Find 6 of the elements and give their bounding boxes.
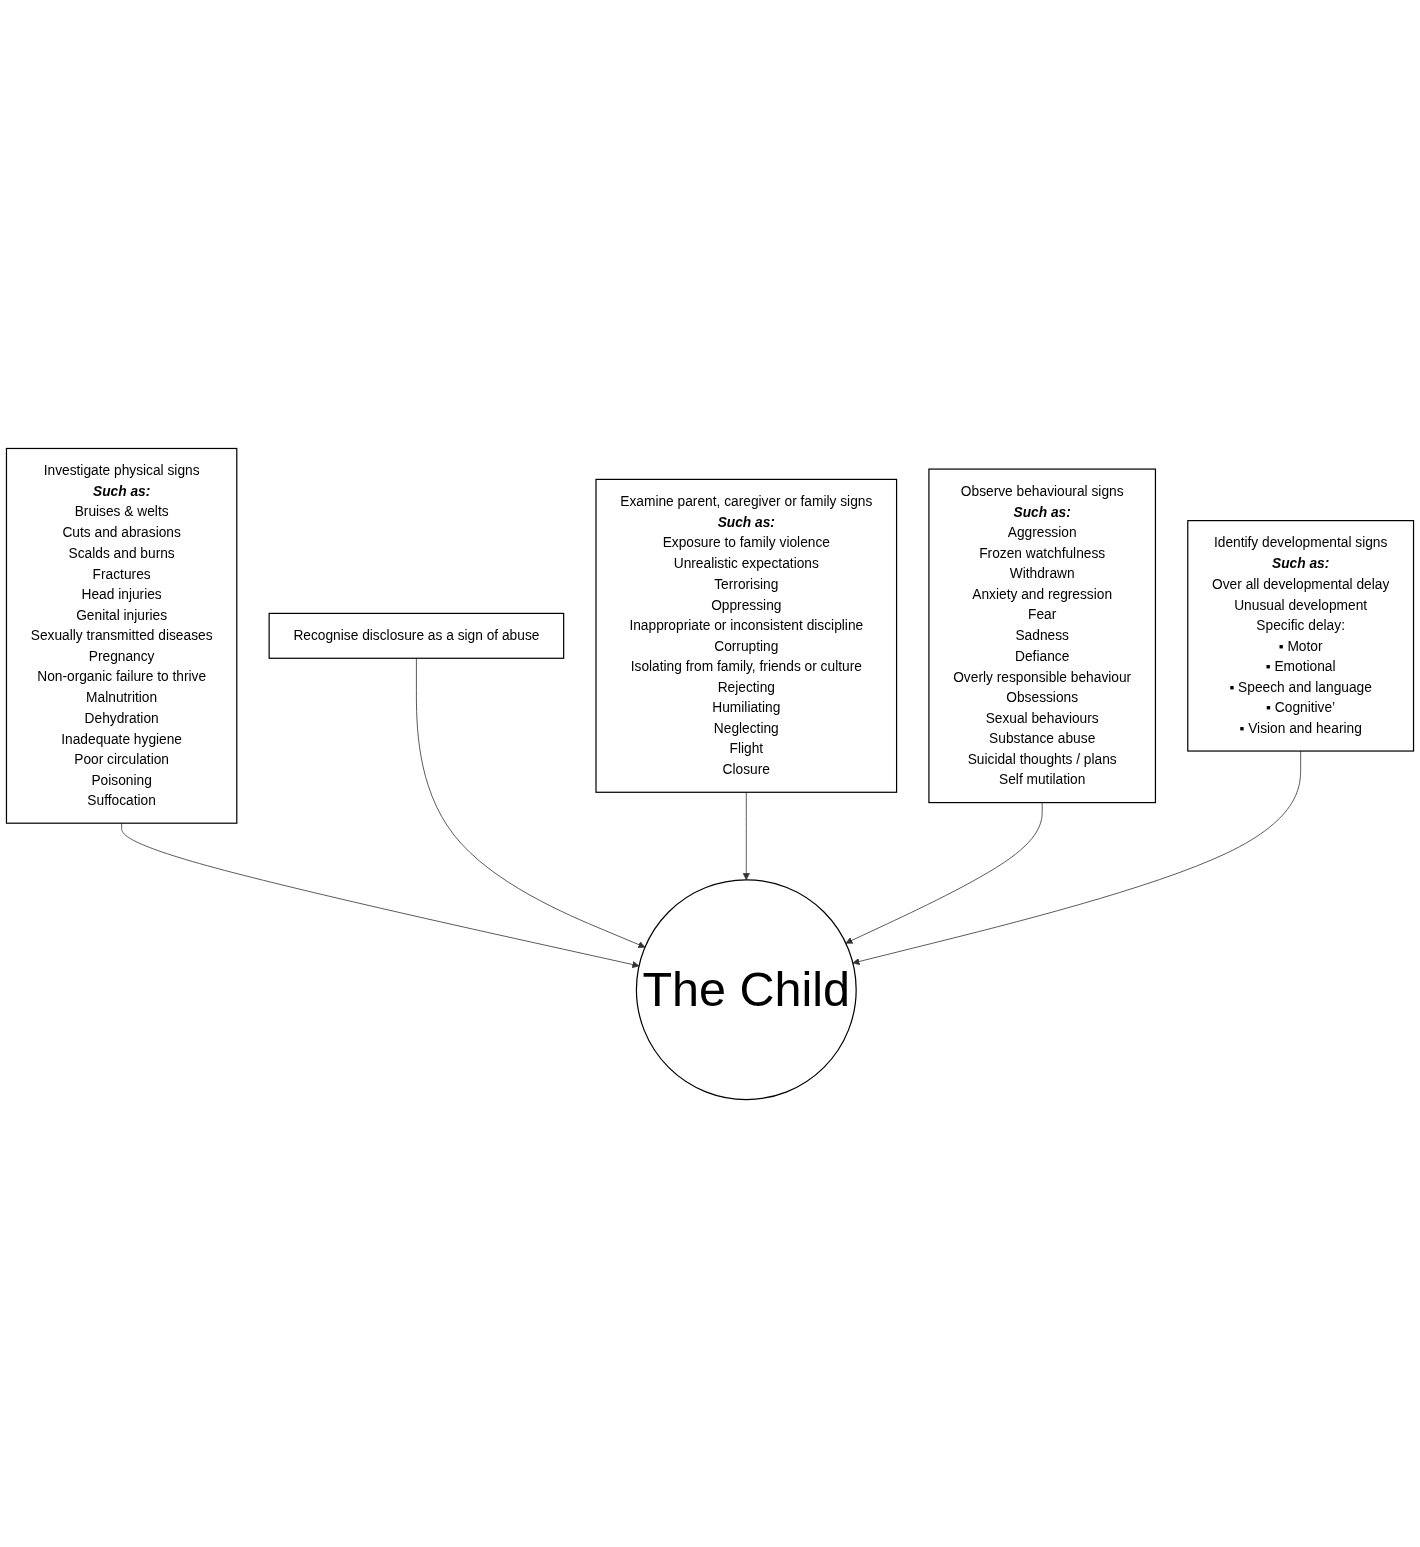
node-circle: The Child <box>635 878 857 1100</box>
node-box: Examine parent, caregiver or family signs Such as: Exposure to family violence Unrealistic expectations Terrorising Oppressing Inappropriate or inconsistent discipline Corrupting Isolating from family, friends or culture Rejecting Humiliating Neglecting Flight Closure <box>595 478 898 793</box>
node-box: Investigate physical signs Such as: Bruises & welts Cuts and abrasions Scalds and burns Fractures Head injuries Genital injuries Sexually transmitted diseases Pregnancy Non-organic failure to thrive Malnutrition Dehydration Inadequate hygiene Poor circulation Poisoning Suffocation <box>5 447 238 824</box>
node-box: Observe behavioural signs Such as: Aggression Frozen watchfulness Withdrawn Anxiety and regression Fear Sadness Defiance Overly responsible behaviour Obsessions Sexual behaviours Substance abuse Suicidal thoughts / plans Self mutilation <box>928 467 1157 803</box>
node-box: Identify developmental signs Such as: Over all developmental delay Unusual development Specific delay: ▪ Motor ▪ Emotional ▪ Speech and language ▪ Cognitive’ ▪ Vision and hearing <box>1187 519 1415 752</box>
node-box: Recognise disclosure as a sign of abuse <box>268 612 565 659</box>
